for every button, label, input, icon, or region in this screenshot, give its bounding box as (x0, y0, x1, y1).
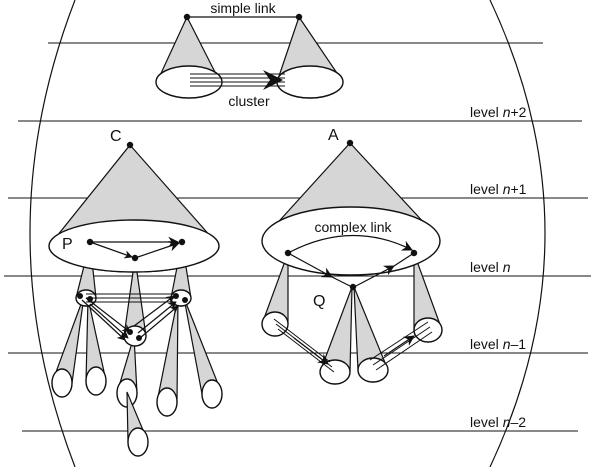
level-label-n-minus-2: level n–2 (470, 414, 526, 430)
cluster-arrow-head (263, 70, 283, 90)
ellipse-P (48, 219, 220, 273)
node-C (126, 141, 134, 149)
simple-link-group: simple link cluster (155, 0, 344, 109)
label-A: A (328, 127, 339, 144)
left-boundary-curve (29, 0, 76, 467)
level-label-n-minus-1: level n–1 (470, 336, 526, 352)
level-label-n: level n (470, 259, 511, 275)
level-label-n-plus-2: level n+2 (470, 104, 527, 120)
node-A (346, 139, 354, 147)
ellipse-lower-right (357, 357, 389, 383)
ellipse-lower-left (319, 359, 351, 385)
left-hierarchy: C P (48, 128, 223, 457)
complex-link-label: complex link (314, 219, 392, 235)
label-C: C (110, 128, 122, 145)
right-boundary-curve (489, 0, 546, 467)
node-top-right (295, 13, 303, 21)
simple-link-label: simple link (210, 0, 276, 16)
right-hierarchy: A Q complex link (261, 127, 443, 385)
label-Q: Q (313, 293, 325, 310)
ellipse-complex (261, 206, 441, 276)
complex-link-arc (289, 234, 413, 253)
cluster-ellipse-right (276, 65, 344, 99)
label-P: P (62, 236, 73, 253)
cluster-label: cluster (228, 93, 270, 109)
level-label-n-plus-1: level n+1 (470, 181, 527, 197)
node-Q (349, 283, 357, 291)
node-top-left (183, 13, 191, 21)
